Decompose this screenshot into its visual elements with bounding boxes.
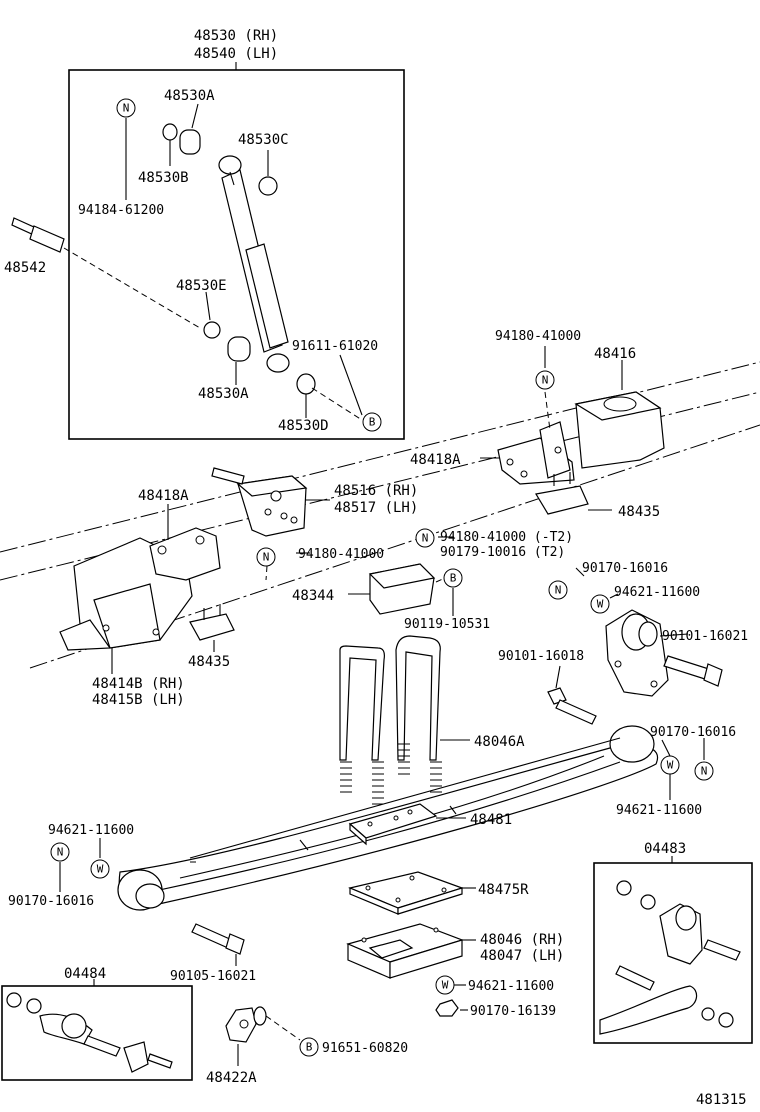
label-04484: 04484: [64, 966, 106, 982]
n-badge: N: [548, 580, 568, 600]
label-90101-16018: 90101-16018: [498, 649, 584, 664]
w-badge: W: [90, 859, 110, 879]
label-91651-60820: 91651-60820: [322, 1041, 408, 1056]
u-bolt-icon: [339, 635, 442, 805]
label-90170-16139: 90170-16139: [470, 1004, 556, 1019]
label-90170-16016-a: 90170-16016: [582, 561, 668, 576]
nut-icon: [435, 999, 459, 1017]
svg-text:W: W: [97, 863, 104, 876]
svg-text:N: N: [123, 102, 130, 115]
label-48475R: 48475R: [478, 882, 529, 898]
n-badge: N: [256, 547, 276, 567]
label-48418A-right: 48418A: [410, 452, 461, 468]
svg-text:N: N: [422, 532, 429, 545]
label-48416: 48416: [594, 346, 636, 362]
b-badge: B: [443, 568, 463, 588]
label-90119-10531: 90119-10531: [404, 617, 490, 632]
label-90105-16021: 90105-16021: [170, 969, 256, 984]
svg-text:N: N: [263, 551, 270, 564]
bolt-icon: [191, 923, 245, 955]
bracket-icon: [225, 1006, 267, 1043]
kit-04484-box: [1, 979, 193, 1081]
label-94621-11600-d: 94621-11600: [468, 979, 554, 994]
shock-absorber-icon: [218, 155, 290, 373]
left-hanger-icon: [59, 527, 235, 651]
label-48530D: 48530D: [278, 418, 329, 434]
label-91611-61020: 91611-61020: [292, 339, 378, 354]
label-48418A-left: 48418A: [138, 488, 189, 504]
label-94180-41000-mid: 94180-41000: [298, 547, 384, 562]
label-48414B-rh: 48414B (RH): [92, 676, 185, 692]
n-badge: N: [50, 842, 70, 862]
svg-text:W: W: [667, 759, 674, 772]
label-48530C: 48530C: [238, 132, 289, 148]
shackle-icon: [605, 609, 669, 697]
shock-header-rh: 48530 (RH): [194, 28, 278, 44]
svg-text:N: N: [701, 765, 708, 778]
label-48422A: 48422A: [206, 1070, 257, 1086]
svg-text:N: N: [555, 584, 562, 597]
label-90101-16021: 90101-16021: [662, 629, 748, 644]
label-48517-lh: 48517 (LH): [334, 500, 418, 516]
label-94621-11600-b: 94621-11600: [616, 803, 702, 818]
bump-stopper-icon: [368, 563, 436, 615]
label-48530A-top: 48530A: [164, 88, 215, 104]
svg-text:W: W: [442, 979, 449, 992]
label-48435-right: 48435: [618, 504, 660, 520]
b-badge: B: [299, 1037, 319, 1057]
w-badge: W: [660, 755, 680, 775]
label-48542: 48542: [4, 260, 46, 276]
label-04483: 04483: [644, 841, 686, 857]
n-badge: N: [535, 370, 555, 390]
w-badge: W: [435, 975, 455, 995]
svg-text:N: N: [542, 374, 549, 387]
spring-seat-icon: [348, 803, 438, 846]
w-badge: W: [590, 594, 610, 614]
label-48344: 48344: [292, 588, 334, 604]
label-94621-11600-a: 94621-11600: [614, 585, 700, 600]
n-badge: N: [694, 761, 714, 781]
bracket-icon: [497, 391, 665, 515]
svg-text:N: N: [57, 846, 64, 859]
label-48046-rh: 48046 (RH): [480, 932, 564, 948]
label-48415B-lh: 48415B (LH): [92, 692, 185, 708]
label-94184-61200: 94184-61200: [78, 203, 164, 218]
label-48481: 48481: [470, 812, 512, 828]
label-48047-lh: 48047 (LH): [480, 948, 564, 964]
label-48530E: 48530E: [176, 278, 227, 294]
figure-number: 481315: [696, 1092, 747, 1108]
shock-leaders: [125, 103, 363, 421]
bolt-icon: [547, 655, 723, 725]
svg-text:B: B: [369, 416, 376, 429]
label-48435-left: 48435: [188, 654, 230, 670]
svg-text:W: W: [597, 598, 604, 611]
label-48530B: 48530B: [138, 170, 189, 186]
label-48516-rh: 48516 (RH): [334, 483, 418, 499]
label-48046A: 48046A: [474, 734, 525, 750]
label-94180-41000-t2: 94180-41000 (-T2): [440, 530, 573, 545]
shock-header-lh: 48540 (LH): [194, 46, 278, 62]
svg-text:B: B: [306, 1041, 313, 1054]
label-94180-41000-top: 94180-41000: [495, 329, 581, 344]
label-90179-10016: 90179-10016 (T2): [440, 545, 565, 560]
label-48530A-bottom: 48530A: [198, 386, 249, 402]
label-90170-16016-b: 90170-16016: [650, 725, 736, 740]
bolt-icon: [11, 217, 201, 329]
bushing-icon: [162, 123, 316, 395]
crossmember-bracket-icon: [211, 467, 308, 537]
label-90170-16016-c: 90170-16016: [8, 894, 94, 909]
kit-04483-box: [593, 856, 753, 1044]
svg-text:B: B: [450, 572, 457, 585]
shock-absorber-box: 48530 (RH) 48540 (LH): [68, 28, 405, 440]
b-badge: B: [362, 412, 382, 432]
label-94621-11600-c: 94621-11600: [48, 823, 134, 838]
spring-plate-icon: [348, 871, 464, 915]
n-badge: N: [415, 528, 435, 548]
n-badge: N: [116, 98, 136, 118]
spring-bracket-icon: [346, 923, 464, 979]
